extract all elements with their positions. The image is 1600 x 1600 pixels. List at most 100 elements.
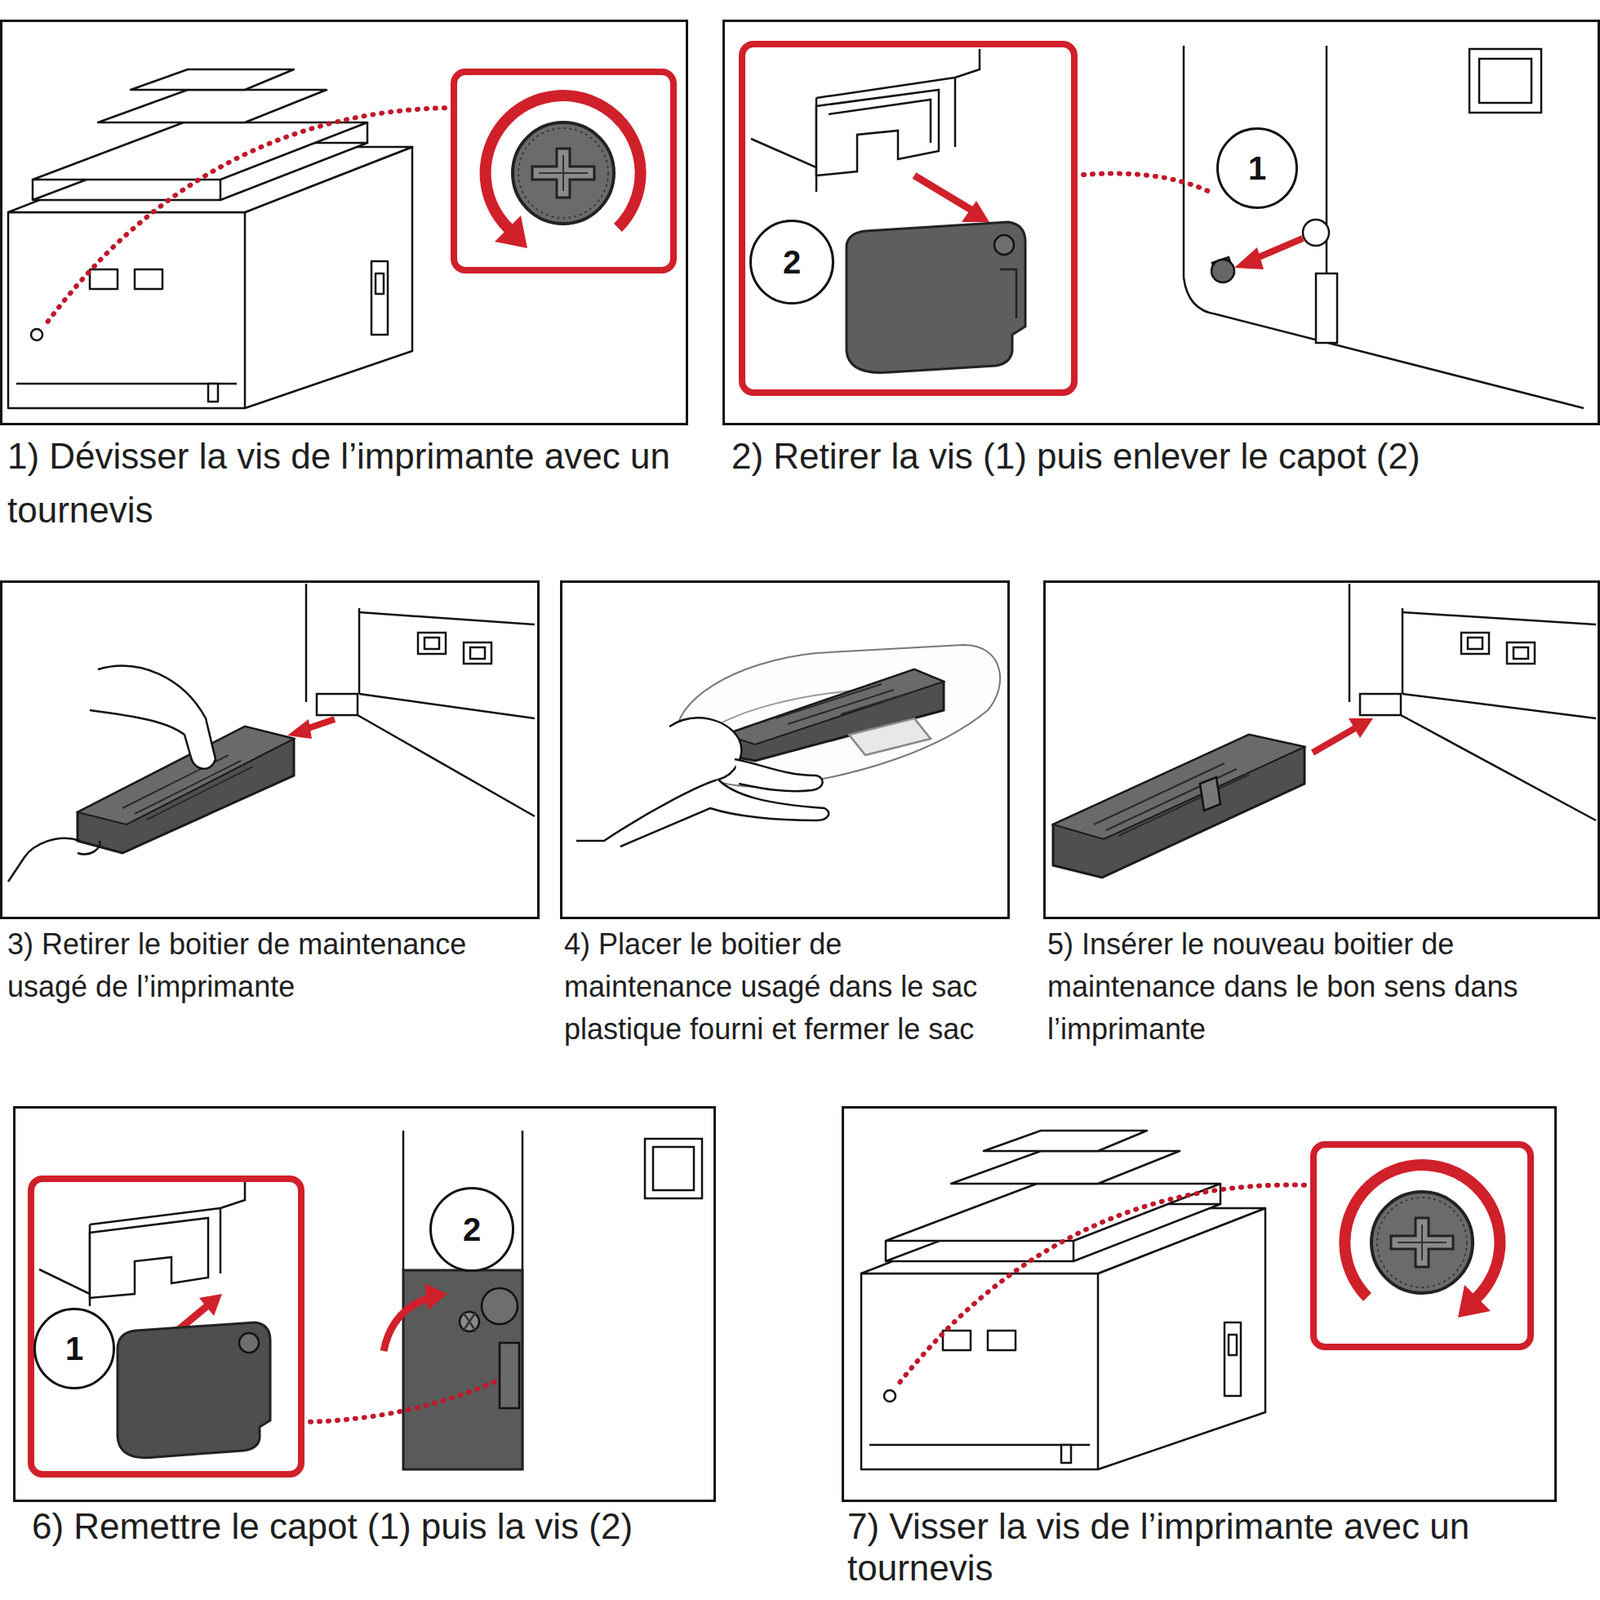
step5-art-part	[1053, 734, 1305, 878]
step1-art-part	[453, 71, 674, 271]
step2-art-part	[816, 89, 939, 176]
step5-art-part	[1461, 632, 1489, 654]
step7-art	[861, 1130, 1531, 1470]
step6-art-part	[653, 1146, 694, 1191]
step4-art-part	[620, 779, 829, 847]
step3-art-part	[357, 612, 535, 817]
step5-art-part	[1360, 693, 1401, 716]
step5-art	[1053, 583, 1596, 878]
step3-art-part	[89, 666, 216, 769]
step5-art-part	[1053, 734, 1305, 840]
step6-art-part	[117, 1322, 271, 1458]
callout-number-text: 2	[462, 1213, 481, 1246]
step3-art-part	[470, 647, 485, 659]
step6-art-part	[499, 1342, 520, 1409]
step-panel: 2) Retirer la vis (1) puis enlever le ca…	[722, 19, 1600, 426]
step1-art-part	[8, 69, 413, 409]
step6-art-part	[39, 1182, 245, 1307]
step5-art-part	[1401, 608, 1405, 694]
step7-art-part	[1313, 1144, 1531, 1347]
step2-art-part	[1234, 247, 1264, 270]
step2-art-part	[751, 48, 980, 192]
step-caption: 6) Remettre le capot (1) puis la vis (2)	[31, 1506, 714, 1548]
step-panel: 5) Insérer le nouveau boitier de mainten…	[1043, 580, 1600, 920]
step6-art-part	[301, 1379, 500, 1423]
step2-art-part	[1074, 173, 1212, 193]
step2-art-part	[846, 222, 1026, 373]
step7-art-part	[895, 1184, 1314, 1388]
step-caption: 3) Retirer le boitier de maintenance usa…	[7, 923, 538, 1009]
step2-art-part	[1211, 259, 1235, 283]
step6-art-part	[644, 1138, 703, 1199]
step4-art	[576, 644, 1000, 847]
step5-art-part	[1312, 728, 1356, 753]
callout-number-text: 2	[782, 245, 801, 279]
step3-art-part	[417, 632, 446, 654]
step6-art-part	[199, 1293, 223, 1316]
step2-art-part	[828, 99, 931, 143]
step6-art-part	[31, 1178, 302, 1475]
step7-art-part	[1344, 1164, 1500, 1318]
step3-art-part	[358, 608, 361, 694]
step5-art-part	[1348, 583, 1352, 703]
step2-art-part	[1469, 48, 1542, 113]
step3-art-part	[424, 637, 440, 649]
step2-art-part	[914, 175, 978, 214]
step3-art-part	[287, 719, 312, 739]
step1-art-part	[485, 95, 641, 249]
step5-art-part	[1200, 777, 1221, 811]
step3-art-part	[8, 838, 100, 882]
step2-art-part	[1183, 277, 1584, 409]
step1-art-part	[44, 107, 454, 327]
step-caption: 4) Placer le boitier de maintenance usag…	[564, 923, 1008, 1052]
step2-art-part	[961, 200, 990, 223]
step1-art-part	[512, 122, 614, 224]
step7-art-part	[1371, 1191, 1473, 1294]
callout-number: 2	[429, 1186, 515, 1272]
step-panel: 7) Visser la vis de l’imprimante avec un…	[841, 1106, 1557, 1503]
step6-art-part	[481, 1288, 518, 1325]
step4-art-part	[724, 669, 944, 761]
step3-art-part	[122, 755, 254, 820]
step5-art-part	[1400, 612, 1596, 821]
step2-art-part	[1182, 45, 1186, 278]
step2-art-part	[1315, 273, 1338, 343]
step6-art-part	[462, 1311, 476, 1332]
callout-number-text: 1	[1248, 151, 1267, 185]
step2-art-part	[1479, 58, 1532, 103]
step6-art	[31, 1130, 703, 1475]
step5-art-part	[1348, 718, 1374, 738]
step3-art-part	[305, 583, 308, 703]
step6-art-part	[424, 1283, 448, 1311]
step4-art-part	[848, 718, 931, 756]
step-panel: 6) Remettre le capot (1) puis la vis (2)…	[13, 1106, 716, 1503]
step3-art	[8, 583, 535, 882]
step3-art-part	[463, 642, 492, 664]
callout-number-text: 1	[65, 1332, 84, 1365]
step2-art-part	[742, 44, 1075, 393]
step-caption: 7) Visser la vis de l’imprimante avec un…	[847, 1506, 1555, 1589]
step2-art-part	[1302, 219, 1329, 246]
step6-art-part	[89, 1217, 209, 1298]
step2-art-part	[994, 235, 1014, 255]
step5-art-part	[1513, 647, 1529, 659]
step-caption: 5) Insérer le nouveau boitier de mainten…	[1047, 923, 1598, 1052]
step-caption: 1) Dévisser la vis de l’imprimante avec …	[7, 429, 686, 538]
callout-number: 2	[749, 219, 835, 305]
step-caption: 2) Retirer la vis (1) puis enlever le ca…	[731, 429, 1598, 484]
step5-art-part	[1093, 763, 1249, 836]
step7-art-part	[861, 1130, 1266, 1470]
step6-art-part	[383, 1297, 429, 1352]
step1-art	[8, 69, 674, 409]
step6-art-part	[239, 1333, 259, 1353]
step-panel: 3) Retirer le boitier de maintenance usa…	[0, 580, 540, 920]
callout-number: 1	[1216, 127, 1298, 209]
step3-art-part	[77, 726, 294, 854]
step2-art-part	[1000, 269, 1017, 319]
callout-number: 1	[33, 1307, 116, 1390]
step-panel: 4) Placer le boitier de maintenance usag…	[560, 580, 1010, 920]
step6-art-part	[402, 1130, 405, 1271]
step6-art-part	[459, 1311, 480, 1332]
step5-art-part	[1506, 642, 1535, 664]
